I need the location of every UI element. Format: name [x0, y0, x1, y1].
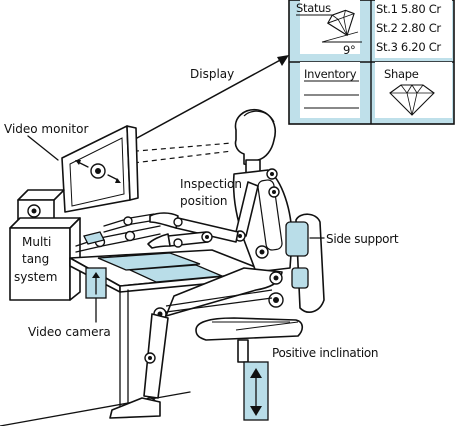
stone-line-2: St.2 2.80 Cr [376, 21, 441, 35]
side-support-label: Side support [326, 232, 399, 246]
tang-arms [75, 213, 161, 253]
display-label: Display [190, 67, 234, 81]
chair [195, 213, 325, 421]
multi-label-3: system [14, 270, 57, 284]
shape-label: Shape [384, 67, 419, 81]
sight-line [124, 142, 233, 165]
multi-label-1: Multi [22, 235, 51, 249]
status-label: Status [296, 1, 331, 15]
inspection-label-2: position [180, 194, 228, 208]
side-support-pad [285, 221, 309, 257]
angle-tilt-line [321, 31, 359, 43]
display-panel: Status 9° St.1 5.80 Cr St.2 2.80 Cr St.3… [288, 0, 455, 125]
inventory-label: Inventory [304, 67, 357, 81]
multi-tang-system [9, 189, 81, 301]
inspection-label-1: Inspection [180, 177, 242, 191]
display-arrow [125, 55, 289, 145]
seated-person [109, 108, 293, 419]
diamond-icon [389, 84, 435, 116]
video-monitor-label: Video monitor [4, 122, 88, 136]
positive-inclination-label: Positive inclination [272, 346, 378, 360]
video-camera [85, 267, 107, 323]
video-monitor [61, 125, 139, 213]
inventory-box [300, 62, 360, 118]
angle-label: 9° [343, 43, 355, 57]
stone-line-1: St.1 5.80 Cr [376, 2, 441, 16]
video-camera-label: Video camera [28, 325, 111, 339]
stone-line-3: St.3 6.20 Cr [376, 40, 441, 54]
video-monitor-pointer [27, 135, 59, 161]
multi-label-2: tang [22, 252, 49, 266]
stone-list-box [375, 0, 452, 58]
